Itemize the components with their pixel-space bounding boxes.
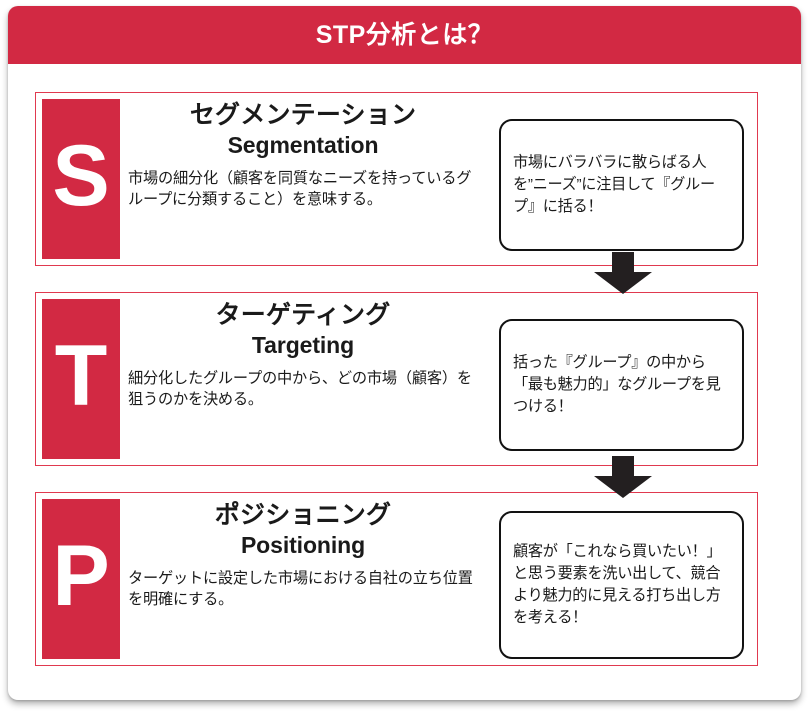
- header-bar: STP分析とは？: [8, 6, 801, 64]
- row-description: 細分化したグループの中から、どの市場（顧客）を狙うのかを決める。: [128, 369, 472, 409]
- letter-badge-s: S: [42, 99, 120, 259]
- row-title-ja: セグメンテーション: [189, 101, 417, 129]
- row-body-segmentation: セグメンテーション Segmentation 市場の細分化（顧客を同質なニーズを…: [128, 101, 478, 211]
- row-body-positioning: ポジショニング Positioning ターゲットに設定した市場における自社の立…: [128, 501, 478, 611]
- letter-badge-t: T: [42, 299, 120, 459]
- row-description: 市場の細分化（顧客を同質なニーズを持っているグループに分類すること）を意味する。: [128, 169, 472, 209]
- row-body-targeting: ターゲティング Targeting 細分化したグループの中から、どの市場（顧客）…: [128, 301, 478, 411]
- callout-segmentation: 市場にバラバラに散らばる人を”ニーズ”に注目して『グループ』に括る！: [499, 119, 744, 251]
- letter-glyph: S: [52, 128, 110, 224]
- row-title-ja: ターゲティング: [215, 301, 391, 329]
- callout-text: 括った『グループ』の中から「最も魅力的」なグループを見つける！: [513, 353, 721, 416]
- callout-positioning: 顧客が「これなら買いたい！」と思う要素を洗い出して、競合より魅力的に見える打ち出…: [499, 511, 744, 659]
- callout-text: 顧客が「これなら買いたい！」と思う要素を洗い出して、競合より魅力的に見える打ち出…: [513, 542, 722, 627]
- letter-glyph: T: [54, 328, 108, 424]
- callout-text: 市場にバラバラに散らばる人を”ニーズ”に注目して『グループ』に括る！: [513, 153, 715, 216]
- letter-glyph: P: [52, 528, 110, 624]
- arrow-down-icon: [588, 456, 658, 498]
- row-title-en: Targeting: [251, 331, 355, 358]
- page-title: STP分析とは？: [315, 20, 494, 49]
- row-description: ターゲットに設定した市場における自社の立ち位置を明確にする。: [128, 569, 473, 609]
- row-title-ja: ポジショニング: [214, 501, 392, 529]
- callout-targeting: 括った『グループ』の中から「最も魅力的」なグループを見つける！: [499, 319, 744, 451]
- row-title-en: Segmentation: [227, 131, 379, 158]
- diagram-card: STP分析とは？ S セグメンテーション Segmentation 市場の細分化…: [8, 6, 801, 700]
- arrow-down-icon: [588, 252, 658, 294]
- row-title-en: Positioning: [240, 531, 366, 558]
- letter-badge-p: P: [42, 499, 120, 659]
